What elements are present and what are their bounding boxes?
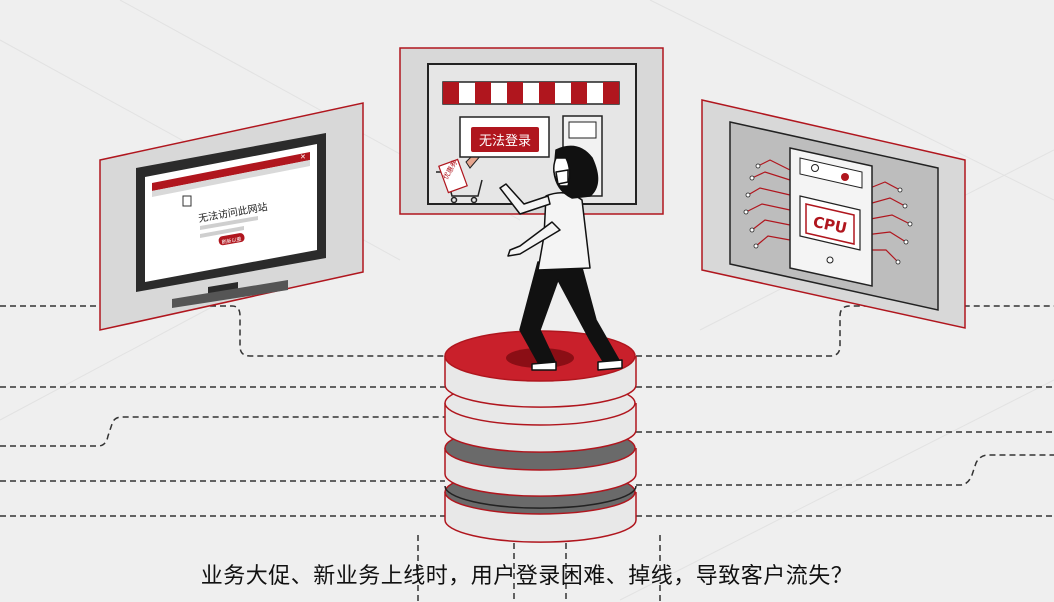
monitor-panel: ✕ <box>99 102 364 331</box>
circuit-traces <box>745 159 911 263</box>
striped-awning <box>442 81 620 105</box>
svg-text:✕: ✕ <box>300 153 306 161</box>
login-error-label: 无法登录 <box>479 134 531 149</box>
cpu-chip-icon <box>799 195 861 251</box>
caption-text: 业务大促、新业务上线时，用户登录困难、掉线，导致客户流失？ <box>200 564 854 589</box>
woman-figure <box>499 145 623 371</box>
dashed-connections <box>0 305 1054 602</box>
close-icon: ✕ <box>300 153 306 161</box>
refresh-button: 刷新以重 <box>218 233 245 246</box>
login-error-button: 无法登录 <box>459 116 550 158</box>
refresh-button-label: 刷新以重 <box>221 236 242 246</box>
database-stack <box>444 330 637 543</box>
server-panel <box>701 99 966 329</box>
circuit-nodes <box>743 163 913 265</box>
sad-page-icon <box>182 195 192 207</box>
